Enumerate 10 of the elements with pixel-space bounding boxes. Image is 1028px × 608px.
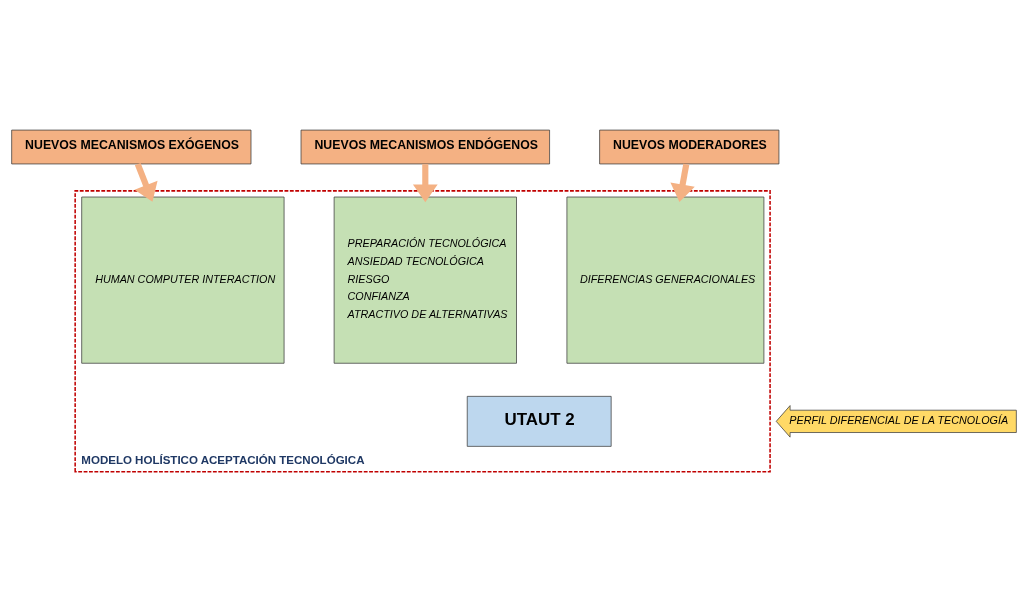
node-box: DIFERENCIAS GENERACIONALES: [566, 196, 765, 364]
node-box: NUEVOS MODERADORES: [599, 129, 780, 165]
node-box: HUMAN COMPUTER INTERACTION: [81, 196, 285, 364]
arrow: [134, 163, 158, 202]
arrow: [412, 164, 438, 203]
arrow: [670, 163, 695, 203]
node-box: NUEVOS MECANISMOS EXÓGENOS: [11, 129, 252, 165]
node-box: UTAUT 2: [466, 395, 612, 447]
node-box: NUEVOS MECANISMOS ENDÓGENOS: [300, 129, 550, 165]
node-box: PREPARACIÓN TECNOLÓGICA ANSIEDAD TECNOLÓGICA RIESGO CONFIANZA ATRACTIVO DE ALTERNATIVAS: [333, 196, 517, 364]
